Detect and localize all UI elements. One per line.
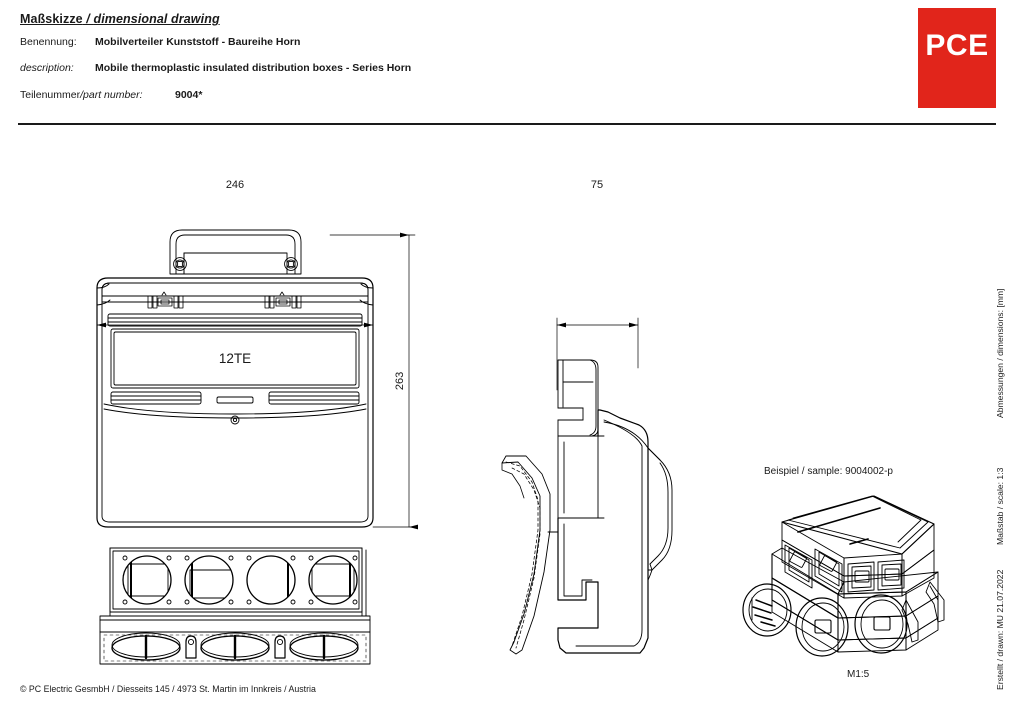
- page-title-de: Maßskizze: [20, 12, 83, 26]
- front-socket-cutouts: [122, 555, 358, 605]
- sample-3d-view: [742, 495, 945, 657]
- side-body-profile: [557, 409, 649, 654]
- dimension-75: [556, 317, 639, 391]
- sample-stand-legs: [901, 581, 945, 643]
- pce-logo: PCE: [918, 8, 996, 108]
- drawing-canvas: 12TE 246 75 263: [0, 130, 1010, 670]
- sample-lower-sockets: [742, 583, 908, 657]
- front-side-flanges: [109, 547, 367, 617]
- header-divider: [18, 123, 996, 125]
- field-benennung: Benennung: Mobilverteiler Kunststoff - B…: [20, 36, 300, 48]
- sample-socket-3: [854, 594, 908, 654]
- field-benennung-value: Mobilverteiler Kunststoff - Baureihe Hor…: [95, 36, 301, 48]
- lock-clip-2: [274, 635, 286, 659]
- field-description: description: Mobile thermoplastic insula…: [20, 62, 411, 74]
- socket-cutout-3: [246, 555, 296, 605]
- front-lid-hardware: [147, 291, 302, 309]
- front-panel-label: 12TE: [219, 351, 251, 366]
- pce-logo-text: PCE: [925, 29, 989, 62]
- sample-upper-sockets: [784, 544, 905, 593]
- sample-caption: Beispiel / sample: 9004002-p: [764, 466, 893, 477]
- front-bottom-rail: [99, 615, 371, 665]
- cable-gland-1: [111, 632, 181, 661]
- side-door-profile: [603, 421, 673, 583]
- lock-clip-1: [185, 635, 197, 659]
- field-description-label: description:: [20, 62, 74, 74]
- sample-socket-2: [795, 597, 849, 657]
- socket-cutout-1: [122, 555, 172, 605]
- dimension-263: [329, 232, 418, 530]
- front-enclosure-body: [96, 277, 374, 528]
- socket-cutout-4: [308, 555, 358, 605]
- side-note-dimensions: Abmessungen / dimensions: [mm]: [995, 288, 1005, 418]
- cable-gland-3: [289, 632, 359, 661]
- page-title: Maßskizze / dimensional drawing: [20, 12, 220, 26]
- field-part-number-value: 9004*: [175, 89, 203, 101]
- dimension-263-label: 263: [394, 372, 406, 390]
- side-note-scale: Maßstab / scale: 1:3: [995, 467, 1005, 545]
- front-panel-vents: [110, 391, 360, 405]
- side-view-geometry: [501, 317, 673, 655]
- field-part-number: Teilenummer / part number: 9004*: [20, 89, 202, 101]
- field-part-number-label-de: Teilenummer: [20, 89, 81, 101]
- dimension-75-label: 75: [591, 179, 603, 191]
- side-handle-block: [557, 359, 599, 437]
- cable-gland-2: [200, 632, 270, 661]
- sample-scale-label: M1:5: [847, 669, 870, 680]
- document-header: Maßskizze / dimensional drawing Benennun…: [0, 0, 1010, 130]
- side-note-drawn: Erstellt / drawn: MU 21.07.2022: [995, 569, 1005, 690]
- side-support-stand: [501, 455, 559, 655]
- field-part-number-separator: /: [80, 89, 84, 101]
- field-benennung-label: Benennung:: [20, 36, 77, 48]
- page-title-en: dimensional drawing: [93, 12, 220, 26]
- front-cable-glands: [111, 632, 359, 661]
- field-description-value: Mobile thermoplastic insulated distribut…: [95, 62, 412, 74]
- front-door-rim: [103, 403, 367, 425]
- dimension-246: [96, 317, 374, 431]
- front-handle: [169, 229, 302, 275]
- page-title-separator: /: [82, 12, 94, 26]
- socket-cutout-2: [184, 555, 234, 605]
- front-view-geometry: [96, 229, 418, 665]
- sample-socket-cee-5pin: [742, 583, 792, 637]
- dimension-246-label: 246: [226, 179, 244, 191]
- footer-copyright: © PC Electric GesmbH / Diesseits 145 / 4…: [20, 684, 316, 694]
- field-part-number-label-en: part number:: [83, 89, 143, 101]
- front-door-panel: [107, 313, 363, 389]
